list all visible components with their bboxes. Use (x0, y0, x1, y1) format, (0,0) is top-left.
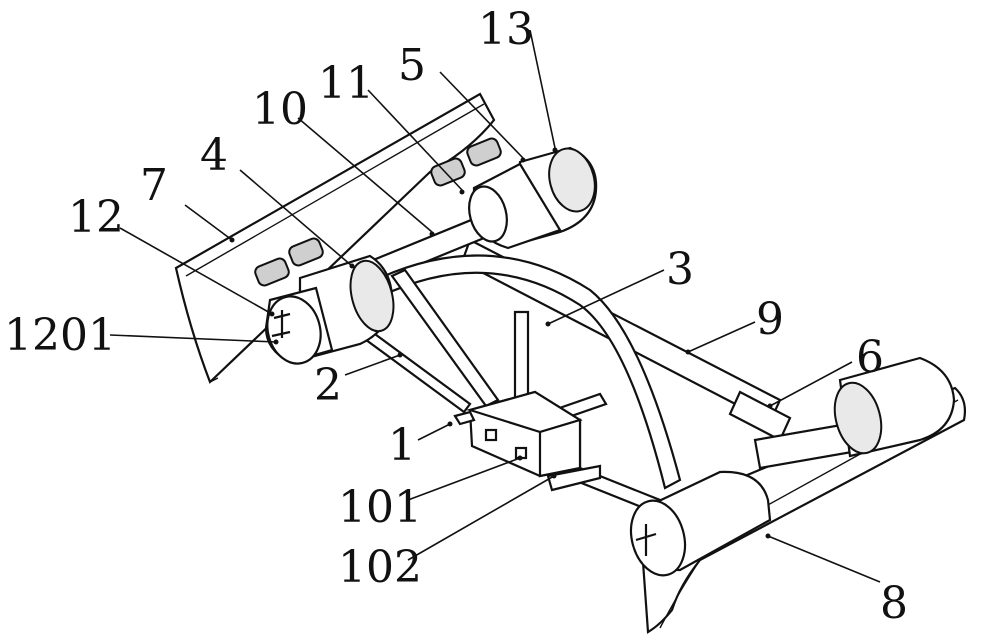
label-10: 10 (252, 84, 308, 135)
label-1201: 1201 (4, 310, 116, 361)
roller-6 (833, 356, 956, 458)
label-6: 6 (856, 332, 884, 383)
label-3: 3 (666, 244, 694, 295)
blade-plate-7 (174, 92, 496, 384)
label-12: 12 (68, 192, 124, 243)
roller-12 (264, 286, 334, 365)
label-7: 7 (140, 160, 168, 211)
label-4: 4 (200, 130, 228, 181)
label-101: 101 (338, 482, 422, 533)
label-5: 5 (398, 40, 426, 91)
label-102: 102 (338, 542, 422, 593)
reference-labels: 13 5 11 10 4 7 12 1201 3 9 6 2 1 101 102… (4, 4, 908, 629)
leader-lines (109, 29, 881, 583)
label-8: 8 (880, 578, 908, 629)
label-11: 11 (318, 58, 374, 109)
roller-front (629, 470, 772, 577)
curved-tube-3 (350, 254, 682, 490)
roller-5 (468, 162, 562, 250)
central-box-1 (453, 390, 602, 492)
label-2: 2 (314, 360, 342, 411)
label-9: 9 (756, 294, 784, 345)
support-legs (356, 268, 662, 514)
label-13: 13 (478, 4, 534, 55)
label-1: 1 (388, 420, 416, 471)
